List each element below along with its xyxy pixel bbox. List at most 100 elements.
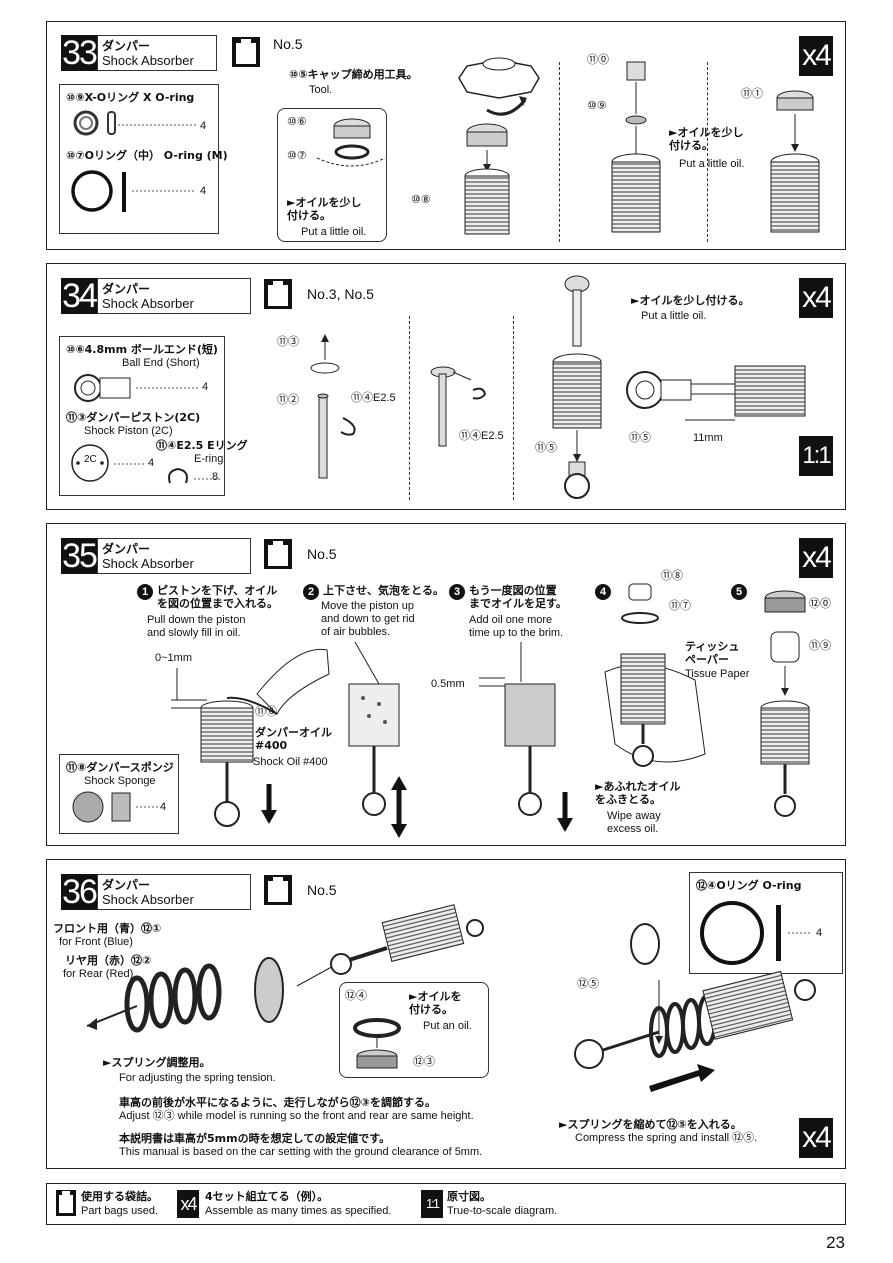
label-125: ⑫⑤ xyxy=(577,978,599,990)
step-bullet-3 xyxy=(449,584,465,600)
tissue-jp: ティッシュ ペーパー xyxy=(685,640,740,666)
true-scale-drawing xyxy=(626,365,806,421)
step-33-panel: 33 ダンパー Shock Absorber No.5 x4 ⑩⑨X-Oリング … xyxy=(46,21,846,250)
label-110: ⑪⓪ xyxy=(587,54,609,66)
page-number: 23 xyxy=(826,1233,845,1252)
part-106-label: ⑩⑥4.8mm ボールエンド(短) xyxy=(66,343,218,356)
tool-label-en: Tool. xyxy=(309,84,333,96)
title-jp: ダンパー xyxy=(102,39,151,53)
step-34-panel: 34 ダンパー Shock Absorber No.3, No.5 x4 1:1… xyxy=(46,263,846,510)
parts-bag-icon xyxy=(264,875,292,905)
step-number: 33 xyxy=(61,34,98,72)
oil-jp: ►オイルを 付ける。 xyxy=(409,990,462,1016)
part-106-qty: 4 xyxy=(202,381,209,393)
tissue-wipe-drawing xyxy=(604,583,706,767)
bag-number: No.5 xyxy=(307,882,337,898)
dim3: 0.5mm xyxy=(431,678,465,690)
label-117: ⑪⑦ xyxy=(669,600,691,612)
parts-bag-icon xyxy=(56,1190,76,1216)
dash-line xyxy=(114,463,144,465)
wipe-jp: ►あふれたオイル をふきとる。 xyxy=(595,780,681,806)
rear-en: for Rear (Red) xyxy=(63,968,134,980)
adjust-jp: 車高の前後が水平になるように、走行しながら⑫③を調節する。 xyxy=(119,1096,436,1109)
rear-jp: リヤ用（赤）⑫② xyxy=(65,954,152,967)
front-jp: フロント用（青）⑫① xyxy=(53,922,162,935)
bag-number: No.5 xyxy=(273,36,303,52)
part-113-qty: 4 xyxy=(148,457,155,469)
oil-inset-box xyxy=(339,982,489,1078)
label-115b: ⑪⑤ xyxy=(629,432,651,444)
x4-badge: x4 xyxy=(799,278,833,318)
step-bullet-4 xyxy=(595,584,611,600)
label-111: ⑪① xyxy=(741,88,763,100)
step-bullet-2 xyxy=(303,584,319,600)
shock-body-drawing xyxy=(611,61,661,233)
oil-inset-box xyxy=(277,108,387,242)
label-115a: ⑪⑤ xyxy=(535,442,557,454)
note-jp: 本説明書は車高が5mmの時を想定しての設定値です。 xyxy=(119,1132,391,1145)
oring-insert-drawing xyxy=(316,118,386,167)
legend-scale-badge: 1:1 xyxy=(421,1190,443,1218)
oil-note-jp: ►オイルを少し付ける。 xyxy=(631,294,750,307)
sponge-qty: 4 xyxy=(160,801,167,813)
legend-bag-jp: 使用する袋詰。 xyxy=(81,1190,158,1203)
oil-note-2-en: Put a little oil. xyxy=(679,158,745,170)
dim-label: 11mm xyxy=(693,432,723,444)
step-number: 34 xyxy=(61,277,98,315)
step-36-panel: 36 ダンパー Shock Absorber No.5 フロント用（青）⑫① f… xyxy=(46,859,846,1169)
parts-bag-icon xyxy=(232,37,260,67)
oil-note-1-jp: ►オイルを少し 付ける。 xyxy=(287,196,362,222)
label-123: ⑫③ xyxy=(413,1056,435,1068)
label-108: ⑩⑧ xyxy=(411,194,431,206)
legend-x4-jp: 4セット組立てる（例）。 xyxy=(205,1190,329,1203)
label-114: ⑪④E2.5 xyxy=(351,392,396,404)
legend-scale-jp: 原寸図。 xyxy=(447,1190,491,1203)
legend-bag-en: Part bags used. xyxy=(81,1205,159,1217)
oring-icon xyxy=(71,170,196,212)
oil-note-en: Put a little oil. xyxy=(641,310,707,322)
spring-jp: ►スプリング調整用。 xyxy=(103,1056,211,1069)
part-114-label: ⑪④E2.5 Eリング xyxy=(156,439,248,452)
oil-en: Shock Oil #400 xyxy=(253,756,328,768)
sub3-en: Add oil one more time up to the brim. xyxy=(469,614,564,639)
compress-jp: ►スプリングを縮めて⑫⑤を入れる。 xyxy=(559,1118,742,1131)
label-119: ⑪⑨ xyxy=(809,640,831,652)
label-116: ⑪⑥ xyxy=(255,706,277,718)
step-bullet-1 xyxy=(137,584,153,600)
note-en: This manual is based on the car setting … xyxy=(119,1146,483,1158)
sponge-jp: ⑪⑧ダンパースポンジ xyxy=(66,761,174,774)
parts-bag-icon xyxy=(264,279,292,309)
step-number: 36 xyxy=(61,873,98,911)
title-en: Shock Absorber xyxy=(102,556,194,571)
shaft-eclip-drawing xyxy=(430,366,487,447)
spring-assembly-drawing xyxy=(86,904,484,1033)
oil-note-2-jp: ►オイルを少し 付ける。 xyxy=(669,126,744,152)
title-jp: ダンパー xyxy=(102,878,151,892)
oil-note-1-en: Put a little oil. xyxy=(301,226,367,238)
part-114-qty: 8 xyxy=(212,471,219,483)
title-en: Shock Absorber xyxy=(102,892,194,907)
sub1-jp: ピストンを下げ、オイル を図の位置まで入れる。 xyxy=(157,584,278,610)
title-en: Shock Absorber xyxy=(102,53,194,68)
step-title-box: ダンパー Shock Absorber xyxy=(97,278,251,314)
oil-en: Put an oil. xyxy=(423,1020,472,1032)
part-109-label: ⑩⑨X-Oリング X O-ring xyxy=(66,91,195,104)
sub3-jp: もう一度図の位置 までオイルを足す。 xyxy=(469,584,567,610)
bag-number: No.5 xyxy=(307,546,337,562)
sub2-en: Move the piston up and down to get rid o… xyxy=(321,600,415,638)
oring-box: ⑫④Oリング O-ring 4 xyxy=(689,872,843,974)
title-en: Shock Absorber xyxy=(102,296,194,311)
adjust-en: Adjust ⑫③ while model is running so the … xyxy=(119,1110,474,1122)
x-oring-icon xyxy=(73,110,197,136)
topup-drawing xyxy=(479,642,573,832)
step-title-box: ダンパー Shock Absorber xyxy=(97,35,217,71)
step-number: 35 xyxy=(61,537,98,575)
part-107-qty: 4 xyxy=(200,185,207,197)
legend-x4-badge: x4 xyxy=(177,1190,199,1218)
label-107: ⑩⑦ xyxy=(287,150,307,162)
e-ring-icon xyxy=(168,467,220,484)
legend-x4-en: Assemble as many times as specified. xyxy=(205,1205,392,1217)
label-109: ⑩⑨ xyxy=(587,100,607,112)
sub2-jp: 上下させ、気泡をとる。 xyxy=(323,584,444,597)
step-35-panel: 35 ダンパー Shock Absorber No.5 x4 1 ピストンを下げ… xyxy=(46,523,846,846)
